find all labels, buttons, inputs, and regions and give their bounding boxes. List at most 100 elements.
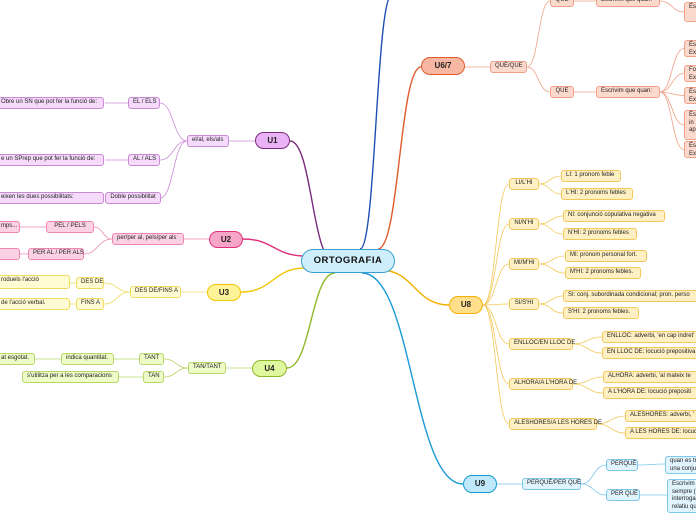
u8-leaf-1-0[interactable]: NI: conjunció copulativa negativa xyxy=(563,210,665,222)
u8-item-4[interactable]: ENLLOC/EN LLOC DE xyxy=(509,338,575,350)
u8-leaf-3-0[interactable]: SI: conj. subordinada condicional; pron.… xyxy=(563,290,696,302)
u4-main-line xyxy=(286,272,336,369)
connector-line xyxy=(163,358,189,369)
u3-item-0[interactable]: DES DE xyxy=(76,277,104,289)
u8-leaf-6-1[interactable]: A LES HORES DE: locuc xyxy=(625,427,696,439)
u6-leaf-0[interactable]: És xyxy=(684,2,696,22)
u6-item-1[interactable]: QUE xyxy=(550,86,574,98)
u8-leaf-0-0[interactable]: LI: 1 pronom feble xyxy=(561,170,621,182)
connector-line xyxy=(538,303,564,314)
connector-line xyxy=(482,304,510,345)
connector-line xyxy=(83,238,113,255)
u8-leaf-3-1[interactable]: S'HI: 2 pronoms febles. xyxy=(563,307,639,319)
u8-item-2[interactable]: MI/M'HI xyxy=(509,258,539,270)
u9-item-1[interactable]: PER QUÈ xyxy=(606,489,640,501)
connector-line xyxy=(482,183,510,306)
u9-branch[interactable]: PERQUÈ/PER QUÈ xyxy=(522,478,581,490)
connector-line xyxy=(538,183,562,195)
connector-line xyxy=(572,376,604,385)
u1-leaf-1[interactable]: e un SPrep que pot fer la funció de: xyxy=(0,154,104,166)
connector-line xyxy=(580,483,607,496)
u9-item-0[interactable]: PERQUÈ xyxy=(606,459,638,471)
u8-leaf-1-1[interactable]: N'HI: 2 pronoms febles xyxy=(563,228,637,240)
u4-mid-1[interactable]: s'utilitza per a les comparacions xyxy=(22,371,119,383)
connector-line xyxy=(637,463,666,466)
u8-leaf-2-1[interactable]: M'HI: 2 pronoms febles. xyxy=(565,267,641,279)
connector-line xyxy=(159,140,188,161)
u9-node[interactable]: U9 xyxy=(463,475,497,493)
u8-leaf-4-1[interactable]: EN LLOC DE: locució prepositiva xyxy=(602,347,696,359)
u6-leaf-1-3[interactable]: És in ap xyxy=(684,110,696,140)
u6-node[interactable]: U6/7 xyxy=(421,57,465,75)
u3-main-line xyxy=(240,267,306,293)
u3-item-1[interactable]: FINS A xyxy=(76,298,104,310)
u2-item-1[interactable]: PER AL / PER ALS xyxy=(28,248,84,260)
connector-line xyxy=(482,304,510,425)
u1-item-1[interactable]: AL / ALS xyxy=(128,154,160,166)
connector-line xyxy=(159,140,188,199)
u6-leaf-1-4[interactable]: És Ex xyxy=(684,141,696,158)
u1-item-2[interactable]: Doble possibilitat xyxy=(105,192,161,204)
u2-leaf-0[interactable]: mps... xyxy=(0,221,20,233)
u2-leaf-1[interactable] xyxy=(0,248,20,260)
connector-line xyxy=(482,303,510,306)
u1-item-0[interactable]: EL / ELS xyxy=(128,97,160,109)
u1-main-line xyxy=(289,140,335,262)
u8-leaf-4-0[interactable]: ENLLOC: adverbi, 'en cap indret' xyxy=(602,331,696,343)
u6-item-0[interactable]: QUÈ xyxy=(550,0,574,7)
u3-branch[interactable]: DES DE/FINS A xyxy=(130,286,181,298)
u8-leaf-5-0[interactable]: ALHORA: adverbi, 'al mateix te xyxy=(603,371,696,383)
u2-main-line xyxy=(242,238,306,257)
u6-leaf-1-0[interactable]: És Ex xyxy=(684,40,696,57)
u8-leaf-2-0[interactable]: MI: pronom personal fort. xyxy=(565,250,647,262)
u4-item-1[interactable]: TAN xyxy=(143,371,164,383)
u4-mid-0[interactable]: indica quantitat. xyxy=(61,353,114,365)
connector-line xyxy=(659,0,685,13)
u4-leaf-0[interactable]: at esgotat. xyxy=(0,353,35,365)
connector-line xyxy=(659,73,685,93)
u3-leaf-1[interactable]: de l'acció verbal. xyxy=(0,298,70,310)
u6-leaf-1-1[interactable]: Fo Ex xyxy=(684,65,696,82)
u4-branch[interactable]: TAN/TANT xyxy=(188,362,226,374)
u6-leaf-1-2[interactable]: És Ex xyxy=(684,87,696,104)
u9-leaf-1[interactable]: Escrivim sempre ( interroga relatiu qu xyxy=(667,479,696,513)
u9-leaf-0[interactable]: quan es tr una conju xyxy=(665,456,696,474)
connector-line xyxy=(526,0,551,68)
u2-branch[interactable]: per/per al, pels/per als xyxy=(112,233,184,245)
u8-leaf-6-0[interactable]: ALESHORES: adverbi, ' xyxy=(625,410,696,422)
u8-item-6[interactable]: ALESHORES/A LES HORES DE xyxy=(509,418,602,430)
u8-item-1[interactable]: NI/N'HI xyxy=(509,218,539,230)
u6-mid-0[interactable]: Escrivim què quan: xyxy=(596,0,660,7)
connector-line xyxy=(538,263,566,274)
u6-branch[interactable]: QUÈ/QUE xyxy=(490,61,527,73)
u4-item-0[interactable]: TANT xyxy=(139,353,164,365)
u1-leaf-0[interactable]: Obre un SN que pot fer la funció de: xyxy=(0,97,104,109)
u2-node[interactable]: U2 xyxy=(209,231,243,248)
u4-node[interactable]: U4 xyxy=(252,360,287,377)
u6-main-line xyxy=(377,66,422,250)
connector-line xyxy=(596,415,626,425)
connector-line xyxy=(659,91,685,150)
u1-branch[interactable]: el/al, els/als xyxy=(187,135,229,147)
u9-main-line xyxy=(361,272,464,485)
u2-item-0[interactable]: PEL / PELS xyxy=(46,221,94,233)
u1-node[interactable]: U1 xyxy=(255,132,290,149)
u8-item-5[interactable]: ALHORA/A L'HORA DE xyxy=(509,378,577,390)
u6-mid-1[interactable]: Escrivim que quan: xyxy=(596,86,660,98)
u8-item-3[interactable]: SI/S'HI xyxy=(509,298,539,310)
connector-line xyxy=(163,367,189,378)
connector-line xyxy=(93,226,113,240)
connector-line xyxy=(538,295,564,305)
u8-item-0[interactable]: LI/L'HI xyxy=(509,178,539,190)
u8-leaf-0-1[interactable]: L'HI: 2 pronoms febles xyxy=(561,188,633,200)
u1-leaf-2[interactable]: eixen les dues possibilitats: xyxy=(0,192,104,204)
connector-line xyxy=(482,263,510,306)
u3-leaf-0[interactable]: roduels l'acció xyxy=(0,275,70,289)
u3-node[interactable]: U3 xyxy=(207,284,241,301)
u8-node[interactable]: U8 xyxy=(449,296,483,314)
u8-leaf-5-1[interactable]: A L'HORA DE: locució prepositi xyxy=(603,387,696,399)
root-node[interactable]: ORTOGRAFIA xyxy=(301,249,395,273)
connector-line xyxy=(482,304,510,385)
